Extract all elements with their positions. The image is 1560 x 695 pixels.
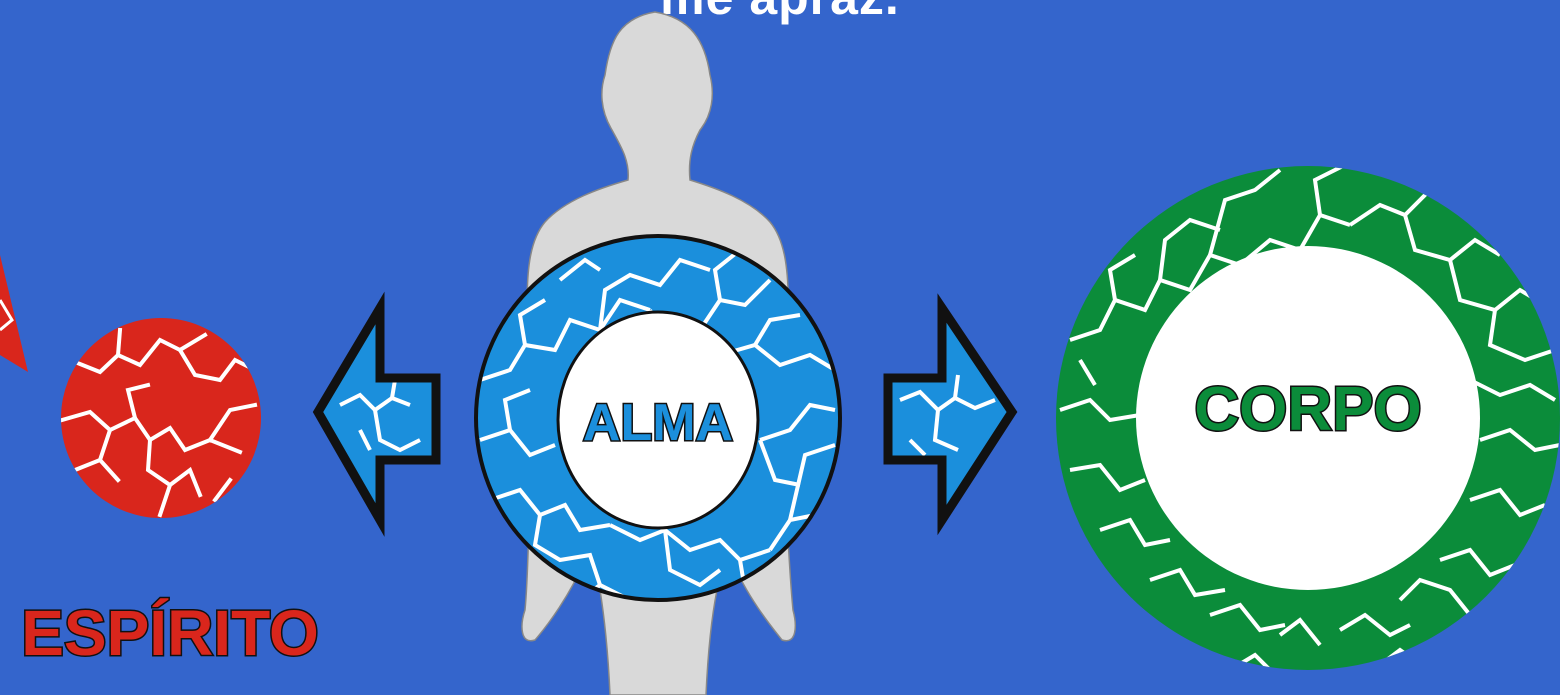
- spirit-label: ESPÍRITO: [21, 597, 319, 669]
- spirit-circle: [61, 318, 261, 518]
- arrow-left-icon: [312, 291, 441, 537]
- arrow-right-icon: [883, 293, 1018, 536]
- header-caption: me apraz.: [0, 0, 1560, 26]
- soul-label: ALMA: [583, 394, 733, 452]
- body-ring: [1056, 166, 1560, 670]
- body-label: CORPO: [1194, 375, 1421, 444]
- spirit-fragment: [0, 255, 28, 372]
